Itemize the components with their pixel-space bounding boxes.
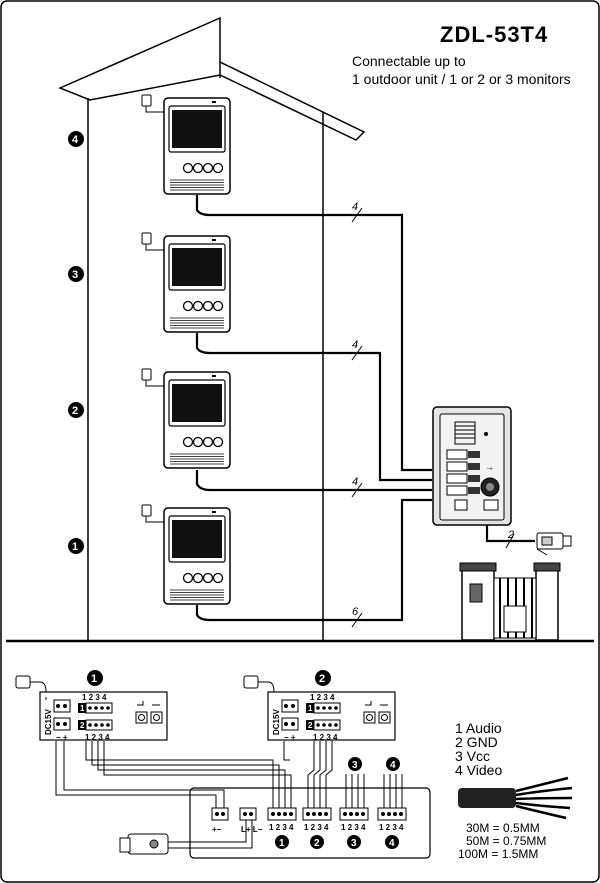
wire-count-floor1: 6 [352, 606, 359, 618]
power-plug-icon [141, 368, 164, 387]
svg-text:2: 2 [72, 405, 78, 417]
svg-text:3: 3 [351, 838, 357, 849]
svg-text:+−: +− [212, 825, 222, 834]
monitor-floor2 [141, 368, 231, 469]
monitor-label-1: 1 [87, 670, 103, 686]
svg-text:4: 4 [389, 838, 395, 849]
cable-specs: 30M = 0.5MM 50M = 0.75MM 100M = 1.5MM [458, 821, 546, 861]
cable-floor3 [195, 333, 432, 482]
monitor-floor1 [141, 504, 231, 605]
cable-icon [458, 776, 573, 820]
speaker-grille [170, 317, 224, 329]
distribution-terminals: +−L+ L−1 2 3 411 2 3 421 2 3 431 2 3 443… [211, 757, 407, 849]
floor-marker-4: 4 [68, 131, 84, 147]
cable-spec-2: 50M = 0.75MM [466, 834, 546, 848]
distribution-box [189, 787, 431, 859]
wire-count-labels: 4 4 4 6 2 [351, 201, 515, 628]
floor-marker-3: 3 [68, 266, 84, 282]
speaker-grille [170, 453, 224, 465]
svg-text:1: 1 [91, 673, 97, 685]
legend-item-4: 4 Video [455, 762, 502, 778]
bus-terminal-1 [267, 807, 297, 821]
floor-markers: 4 3 2 1 [68, 131, 84, 554]
svg-text:DC15V: DC15V [272, 709, 281, 735]
svg-text:1 2 3 4: 1 2 3 4 [341, 823, 366, 832]
svg-text:1 2 3 4: 1 2 3 4 [269, 823, 294, 832]
subtitle-line1: Connectable up to [352, 53, 466, 69]
speaker-grille [170, 179, 224, 191]
cable-spec-3: 100M = 1.5MM [458, 847, 538, 861]
svg-text:1: 1 [80, 704, 85, 713]
svg-text:1 2 3 4: 1 2 3 4 [85, 733, 110, 742]
svg-text:1 2 3 4: 1 2 3 4 [304, 823, 329, 832]
speaker-grille [170, 589, 224, 601]
cable-lock [485, 520, 535, 543]
model-title: ZDL-53T4 [440, 22, 548, 47]
svg-text:1: 1 [279, 838, 285, 849]
svg-text:DC15V: DC15V [44, 709, 53, 735]
legend: 1 Audio 2 GND 3 Vcc 4 Video [455, 720, 502, 778]
power-plug-icon [141, 94, 164, 113]
power-plug-icon [141, 504, 164, 523]
svg-text:1 2 3 4: 1 2 3 4 [379, 823, 404, 832]
house [58, 16, 366, 640]
wire-count-lock: 2 [507, 529, 514, 541]
floor-marker-1: 1 [68, 538, 84, 554]
wire-count-floor2: 4 [352, 476, 358, 488]
power-plug-icon [141, 232, 164, 251]
monitor-terminal-block-1: DC15V 1 2 3 4 1 2 − + 1 2 3 4 [39, 691, 168, 742]
monitor-terminal-block-2: DC15V 1 2 3 4 1 2 − + 1 2 3 4 [267, 691, 396, 742]
cable-floor1 [195, 498, 432, 622]
svg-text:− +: − + [56, 733, 68, 742]
svg-text:1 2 3 4: 1 2 3 4 [313, 733, 338, 742]
wire-count-floor4: 4 [352, 201, 358, 213]
svg-text:→: → [485, 462, 494, 472]
svg-text:1 2 3 4: 1 2 3 4 [82, 693, 107, 702]
svg-text:2: 2 [314, 838, 320, 849]
bus-terminal-2 [302, 807, 332, 821]
legend-item-1: 1 Audio [455, 720, 502, 736]
electric-lock-bottom [119, 833, 169, 855]
floor-marker-2: 2 [68, 402, 84, 418]
svg-text:3: 3 [72, 269, 78, 281]
monitor-floor4 [141, 94, 231, 195]
legend-item-3: 3 Vcc [455, 748, 490, 764]
monitor-floor3 [141, 232, 231, 333]
svg-text:1: 1 [72, 541, 78, 553]
bottom-wires [45, 697, 333, 849]
bus-terminal-4 [377, 807, 407, 821]
legend-item-2: 2 GND [455, 734, 498, 750]
bus-terminal-3 [339, 807, 369, 821]
svg-text:1 2 3 4: 1 2 3 4 [310, 693, 335, 702]
svg-text:3: 3 [352, 760, 358, 771]
svg-text:4: 4 [390, 760, 396, 771]
svg-text:2: 2 [308, 721, 313, 730]
svg-text:2: 2 [319, 673, 325, 685]
cable-floor2 [195, 470, 432, 492]
gate [459, 562, 561, 641]
svg-text:2: 2 [80, 721, 85, 730]
svg-text:4: 4 [72, 134, 79, 146]
svg-text:1: 1 [308, 704, 313, 713]
wire-count-floor3: 4 [352, 339, 358, 351]
monitor-label-2: 2 [315, 670, 331, 686]
svg-text:− +: − + [284, 733, 296, 742]
cable-spec-1: 30M = 0.5MM [466, 821, 540, 835]
lock-terminal [239, 807, 257, 821]
power-input-terminal [211, 807, 229, 821]
monitors [141, 94, 231, 605]
cables [195, 195, 535, 622]
electric-lock-top [536, 532, 572, 556]
subtitle-line2: 1 outdoor unit / 1 or 2 or 3 monitors [352, 71, 571, 87]
monitor-terminal-blocks: DC15V 1 2 3 4 1 2 − + 1 2 3 4 DC15V 1 2 3 4 1 2 − … [39, 691, 396, 742]
door-station: → [432, 406, 512, 526]
cable-floor4 [195, 195, 432, 472]
